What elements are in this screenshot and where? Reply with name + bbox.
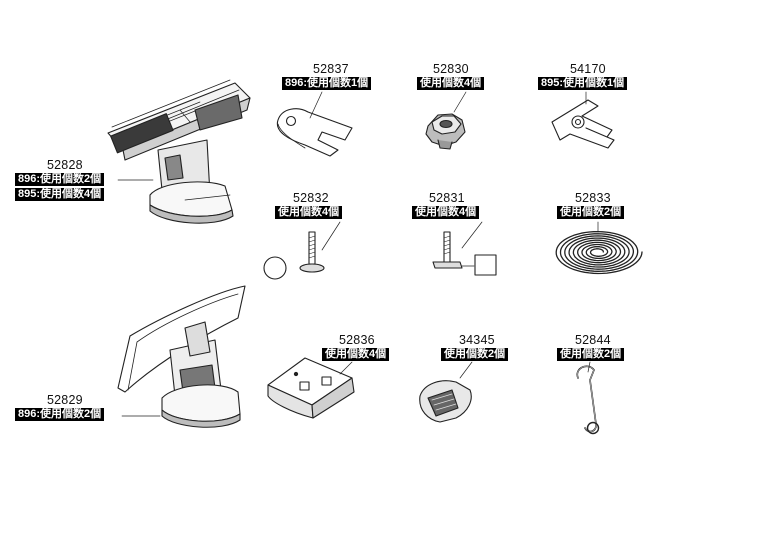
t-bolt-square-52831-drawing bbox=[432, 231, 497, 276]
usage-badge: 使用個数2個 bbox=[441, 348, 509, 361]
usage-badge: 使用個数2個 bbox=[557, 348, 625, 361]
clip-34345-drawing bbox=[419, 380, 472, 423]
usage-badge: 使用個数4個 bbox=[275, 206, 343, 219]
part-code: 52831 bbox=[429, 191, 465, 205]
part-code: 52837 bbox=[313, 62, 349, 76]
hook-52844-drawing bbox=[576, 365, 600, 435]
part-code: 52829 bbox=[47, 393, 83, 407]
usage-badge: 使用個数4個 bbox=[322, 348, 390, 361]
part-code: 52833 bbox=[575, 191, 611, 205]
coil-spiral-path bbox=[555, 230, 643, 275]
usage-badge: 896:使用個数2個 bbox=[15, 173, 105, 186]
usage-badge: 使用個数2個 bbox=[557, 206, 625, 219]
base-pad-52836-drawing bbox=[267, 357, 355, 419]
part-code: 52830 bbox=[433, 62, 469, 76]
plate-54170-drawing bbox=[551, 99, 615, 149]
bolt-round-52832-drawing bbox=[263, 231, 325, 280]
bike-holder-52828-drawing bbox=[107, 79, 251, 224]
usage-badge: 895:使用個数4個 bbox=[15, 188, 105, 201]
part-code: 54170 bbox=[570, 62, 606, 76]
part-code: 34345 bbox=[459, 333, 495, 347]
mirror-holder-52829-drawing bbox=[117, 285, 246, 428]
usage-badge: 896:使用個数2個 bbox=[15, 408, 105, 421]
usage-badge: 使用個数4個 bbox=[412, 206, 480, 219]
plate-52837-drawing bbox=[276, 108, 353, 157]
usage-badge: 使用個数4個 bbox=[417, 77, 485, 90]
star-knob-52830-drawing bbox=[425, 113, 466, 150]
part-code: 52828 bbox=[47, 158, 83, 172]
coil-52833-drawing bbox=[555, 230, 643, 275]
part-code: 52844 bbox=[575, 333, 611, 347]
usage-badge: 896:使用個数1個 bbox=[282, 77, 372, 90]
part-code: 52832 bbox=[293, 191, 329, 205]
part-code: 52836 bbox=[339, 333, 375, 347]
usage-badge: 895:使用個数1個 bbox=[538, 77, 628, 90]
